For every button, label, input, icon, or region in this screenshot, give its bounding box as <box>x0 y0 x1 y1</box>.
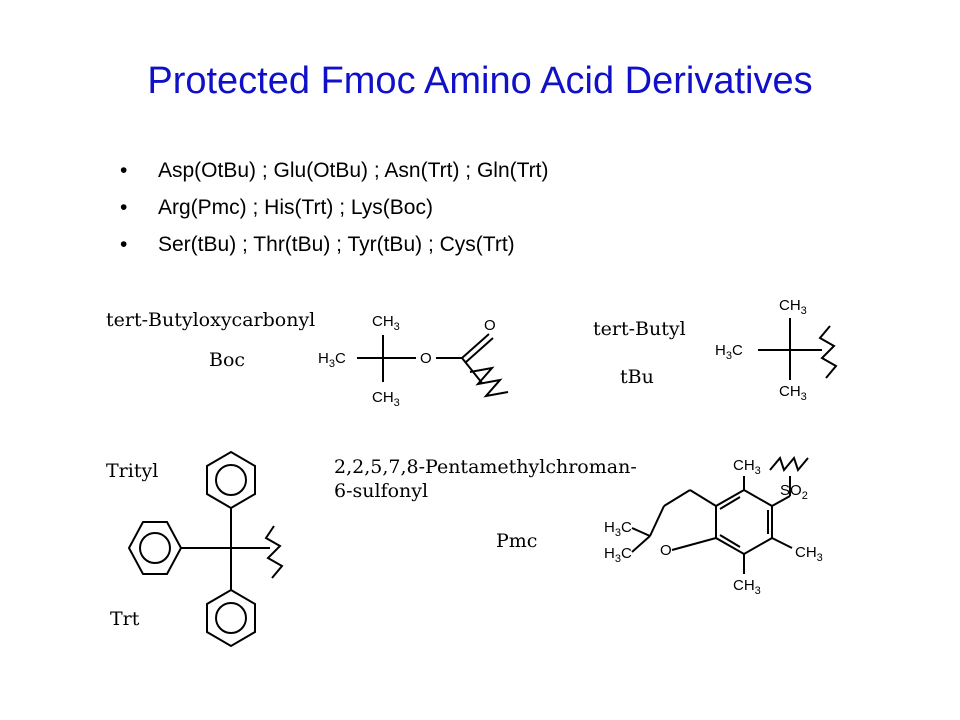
boc-abbr-label: Boc <box>209 349 246 371</box>
pmc-structure-bonds <box>631 455 809 574</box>
bullet-item: • Arg(Pmc) ; His(Trt) ; Lys(Boc) <box>120 189 549 226</box>
trityl-structure-bonds <box>127 450 284 648</box>
bullet-item: • Ser(tBu) ; Thr(tBu) ; Tyr(tBu) ; Cys(Tr… <box>120 226 549 263</box>
pmc-ring-oxygen: O <box>660 542 672 559</box>
boc-carbonyl-oxygen: O <box>484 317 496 334</box>
pmc-ch3-bottom: CH3 <box>733 577 761 597</box>
pmc-h3c-upper: H3C <box>604 519 632 539</box>
bullet-text: Ser(tBu) ; Thr(tBu) ; Tyr(tBu) ; Cys(Trt… <box>158 233 515 256</box>
boc-h3c: H3C <box>318 350 346 370</box>
tbu-abbr-label: tBu <box>620 366 654 388</box>
bullet-text: Asp(OtBu) ; Glu(OtBu) ; Asn(Trt) ; Gln(T… <box>158 159 549 182</box>
trityl-abbr-label: Trt <box>110 608 140 630</box>
bullet-dot: • <box>120 233 128 256</box>
slide-title: Protected Fmoc Amino Acid Derivatives <box>147 60 813 102</box>
boc-ester-oxygen: O <box>420 350 432 367</box>
pmc-abbr-label: Pmc <box>496 530 538 552</box>
tbu-ch3-bottom: CH3 <box>779 383 807 403</box>
tbu-h3c: H3C <box>715 342 743 362</box>
bullet-dot: • <box>120 159 128 182</box>
pmc-name-line2: 6-sulfonyl <box>334 480 429 502</box>
bullet-text: Arg(Pmc) ; His(Trt) ; Lys(Boc) <box>158 196 433 219</box>
pmc-ch3-right: CH3 <box>795 544 823 564</box>
trityl-name-label: Trityl <box>106 460 159 482</box>
tbu-structure-bonds <box>758 318 838 380</box>
pmc-so2: SO2 <box>780 482 808 502</box>
boc-name-label: tert-Butyloxycarbonyl <box>106 309 316 331</box>
tbu-name-label: tert-Butyl <box>593 318 686 340</box>
tbu-ch3-top: CH3 <box>779 297 807 317</box>
pmc-h3c-lower: H3C <box>604 545 632 565</box>
pmc-ch3-top: CH3 <box>733 457 761 477</box>
boc-ch3-bottom: CH3 <box>372 389 400 409</box>
pmc-name-line1: 2,2,5,7,8-Pentamethylchroman- <box>334 456 637 478</box>
boc-ch3-top: CH3 <box>372 313 400 333</box>
bullet-item: • Asp(OtBu) ; Glu(OtBu) ; Asn(Trt) ; Gln(… <box>120 152 549 189</box>
bullet-list: • Asp(OtBu) ; Glu(OtBu) ; Asn(Trt) ; Gln(… <box>120 152 549 263</box>
boc-structure-bonds <box>357 333 509 398</box>
bullet-dot: • <box>120 196 128 219</box>
